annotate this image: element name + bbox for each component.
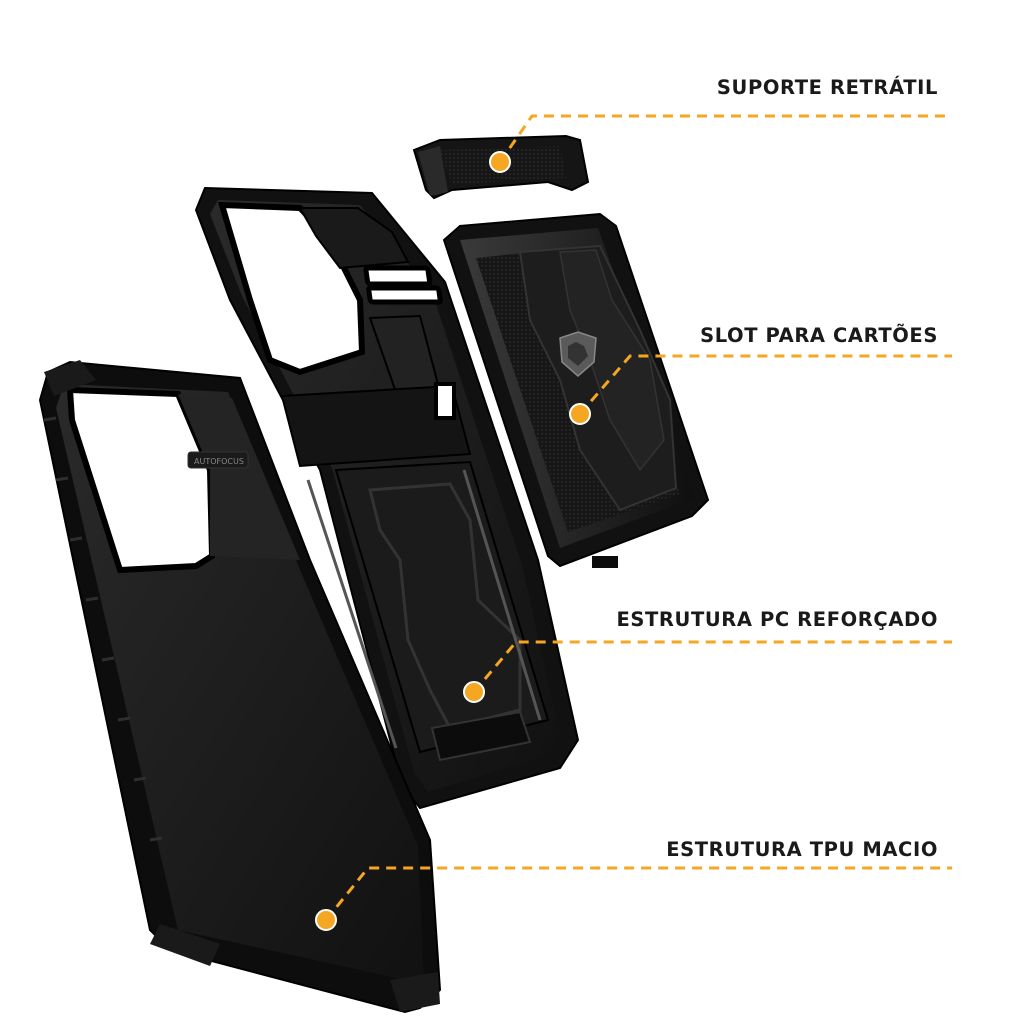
pc-inner-frame [194,186,580,810]
callout-lines [324,114,952,921]
callout-line-tpu-frame [324,866,952,921]
autofocus-plate [187,451,249,469]
callout-label-tpu-frame: ESTRUTURA TPU MACIO [666,838,938,861]
callout-dot-card-slot [569,403,591,425]
callout-line-card-slot [578,354,952,415]
callout-dot-kickstand [489,151,511,173]
callout-label-pc-frame: ESTRUTURA PC REFORÇADO [616,608,938,631]
callout-line-pc-frame [472,640,952,693]
callout-dot-pc-frame [463,681,485,703]
callout-dot-tpu-frame [315,909,337,931]
gorila-shield-icon [559,331,597,377]
tpu-outer-frame: AUTOFOCUS [38,360,442,1014]
autofocus-text: AUTOFOCUS [194,457,244,466]
card-slot-cover [442,212,710,568]
callout-line-kickstand [498,114,952,163]
callout-label-kickstand: SUPORTE RETRÁTIL [716,76,938,99]
callout-label-card-slot: SLOT PARA CARTÕES [700,324,938,347]
